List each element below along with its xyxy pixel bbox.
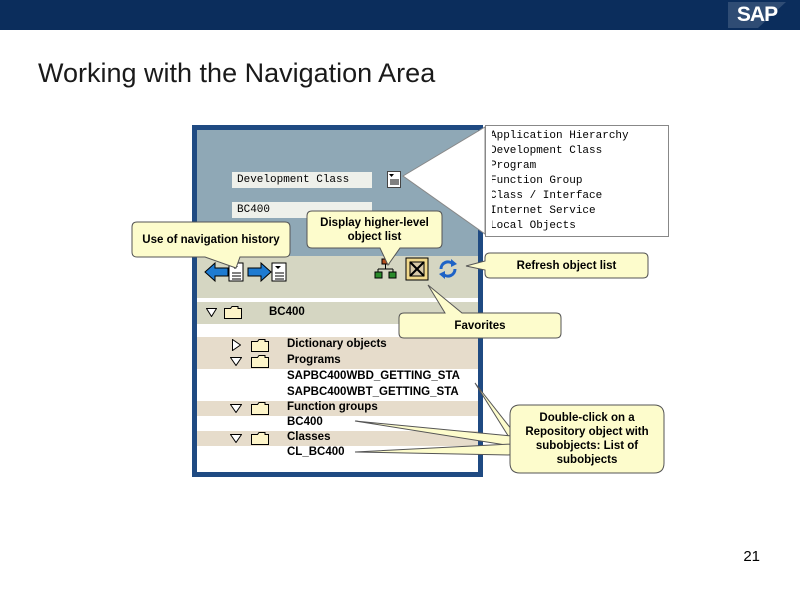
list-item[interactable]: Application Hierarchy (490, 130, 629, 142)
dropdown-button[interactable] (387, 171, 401, 188)
back-button[interactable] (204, 261, 244, 283)
folder-icon (224, 306, 242, 319)
tree-row[interactable]: BC400 (197, 416, 478, 431)
tree-label: BC400 (287, 416, 323, 428)
double-click-callout-text: Double-click on a Repository object with… (525, 412, 649, 466)
tree-label: Dictionary objects (287, 338, 387, 350)
tree-row[interactable]: SAPBC400WBD_GETTING_STA (197, 369, 478, 385)
nav-history-callout-text: Use of navigation history (142, 233, 280, 246)
collapse-triangle-icon[interactable] (230, 404, 242, 413)
expand-triangle-icon[interactable] (232, 339, 241, 351)
tree-row[interactable]: SAPBC400WBT_GETTING_STA (197, 385, 478, 401)
sap-logo-text: SAP (736, 3, 778, 26)
tree-row[interactable]: Dictionary objects (197, 337, 478, 353)
tree-label: SAPBC400WBD_GETTING_STA (287, 370, 460, 382)
tree-label: Programs (287, 354, 341, 366)
tree-label: Function groups (287, 401, 378, 413)
favorites-callout (398, 284, 562, 339)
list-item[interactable]: Development Class (490, 145, 603, 157)
collapse-triangle-icon[interactable] (230, 434, 242, 443)
page-number: 21 (743, 548, 760, 565)
favorites-callout-text: Favorites (454, 319, 506, 332)
double-click-callout (509, 404, 665, 474)
object-type-dropdown[interactable]: Development Class (232, 172, 372, 188)
object-type-list: Application Hierarchy Development Class … (485, 125, 669, 237)
refresh-icon (439, 259, 457, 279)
list-item[interactable]: Class / Interface (490, 190, 603, 202)
higher-level-callout (306, 210, 443, 266)
refresh-callout-text: Refresh object list (516, 259, 617, 272)
header-bar (0, 0, 800, 30)
folder-icon (251, 339, 269, 352)
folder-icon (251, 402, 269, 415)
list-item[interactable]: Program (490, 160, 537, 172)
sap-logo: SAP (728, 2, 786, 28)
pointer-to-function-group (354, 420, 513, 447)
refresh-button[interactable] (436, 257, 460, 281)
forward-arrow-icon (247, 261, 287, 283)
tree-label: CL_BC400 (287, 446, 345, 458)
higher-level-button[interactable] (374, 257, 398, 281)
list-dropdown-icon (389, 174, 399, 185)
folder-icon (251, 432, 269, 445)
tree-label: BC400 (269, 306, 305, 318)
collapse-triangle-icon[interactable] (206, 308, 217, 317)
higher-level-callout-text: Display higher-level object list (320, 216, 429, 243)
collapse-triangle-icon[interactable] (230, 357, 242, 366)
tree-row[interactable]: CL_BC400 (197, 446, 478, 461)
dropdown-pointer (402, 126, 486, 235)
list-item[interactable]: Internet Service (490, 205, 596, 217)
back-arrow-icon (204, 261, 244, 283)
tree-label: Classes (287, 431, 331, 443)
tree-label: SAPBC400WBT_GETTING_STA (287, 386, 459, 398)
hierarchy-icon (374, 258, 397, 279)
pointer-to-class (354, 443, 513, 456)
list-item[interactable]: Function Group (490, 175, 583, 187)
pointer-mask (486, 128, 492, 233)
toolbar-separator (197, 298, 478, 302)
sap-logo-shape (728, 2, 786, 28)
favorites-icon (405, 257, 429, 281)
favorites-button[interactable] (405, 257, 429, 281)
refresh-callout (465, 252, 649, 279)
page-title: Working with the Navigation Area (38, 58, 436, 88)
tree-row[interactable]: Classes (197, 431, 478, 446)
forward-button[interactable] (247, 261, 287, 283)
nav-history-callout (131, 221, 291, 269)
tree-row[interactable]: Programs (197, 353, 478, 369)
list-item[interactable]: Local Objects (490, 220, 576, 232)
tree-row[interactable]: Function groups (197, 401, 478, 416)
folder-icon (251, 355, 269, 368)
